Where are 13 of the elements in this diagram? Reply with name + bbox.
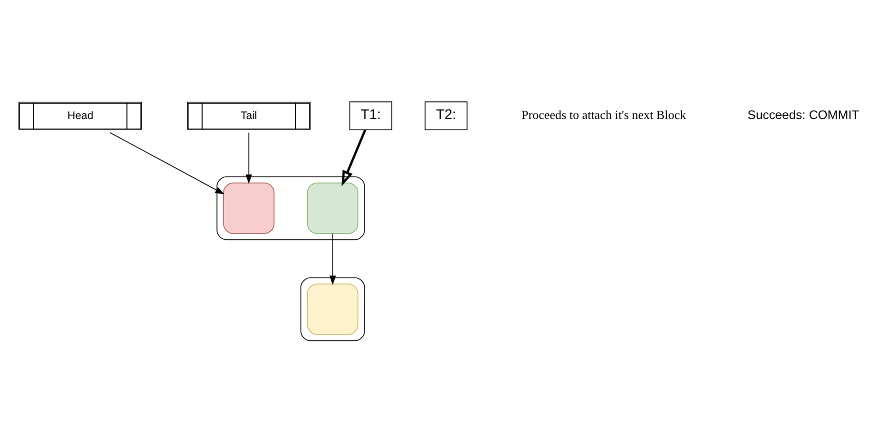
node-box: [307, 182, 358, 234]
arrow: [110, 132, 225, 194]
node-box: T1:: [349, 100, 392, 130]
cluster: [300, 276, 365, 341]
label: Proceeds to attach it's next Block: [522, 107, 686, 122]
node-box: T2:: [424, 100, 468, 130]
arrow: [246, 132, 252, 184]
cluster: [216, 176, 365, 240]
arrow: [329, 232, 336, 284]
node-box: [307, 283, 358, 334]
node-box: [223, 182, 274, 234]
label: Succeeds: COMMIT: [748, 107, 860, 122]
arrow: [342, 128, 366, 186]
